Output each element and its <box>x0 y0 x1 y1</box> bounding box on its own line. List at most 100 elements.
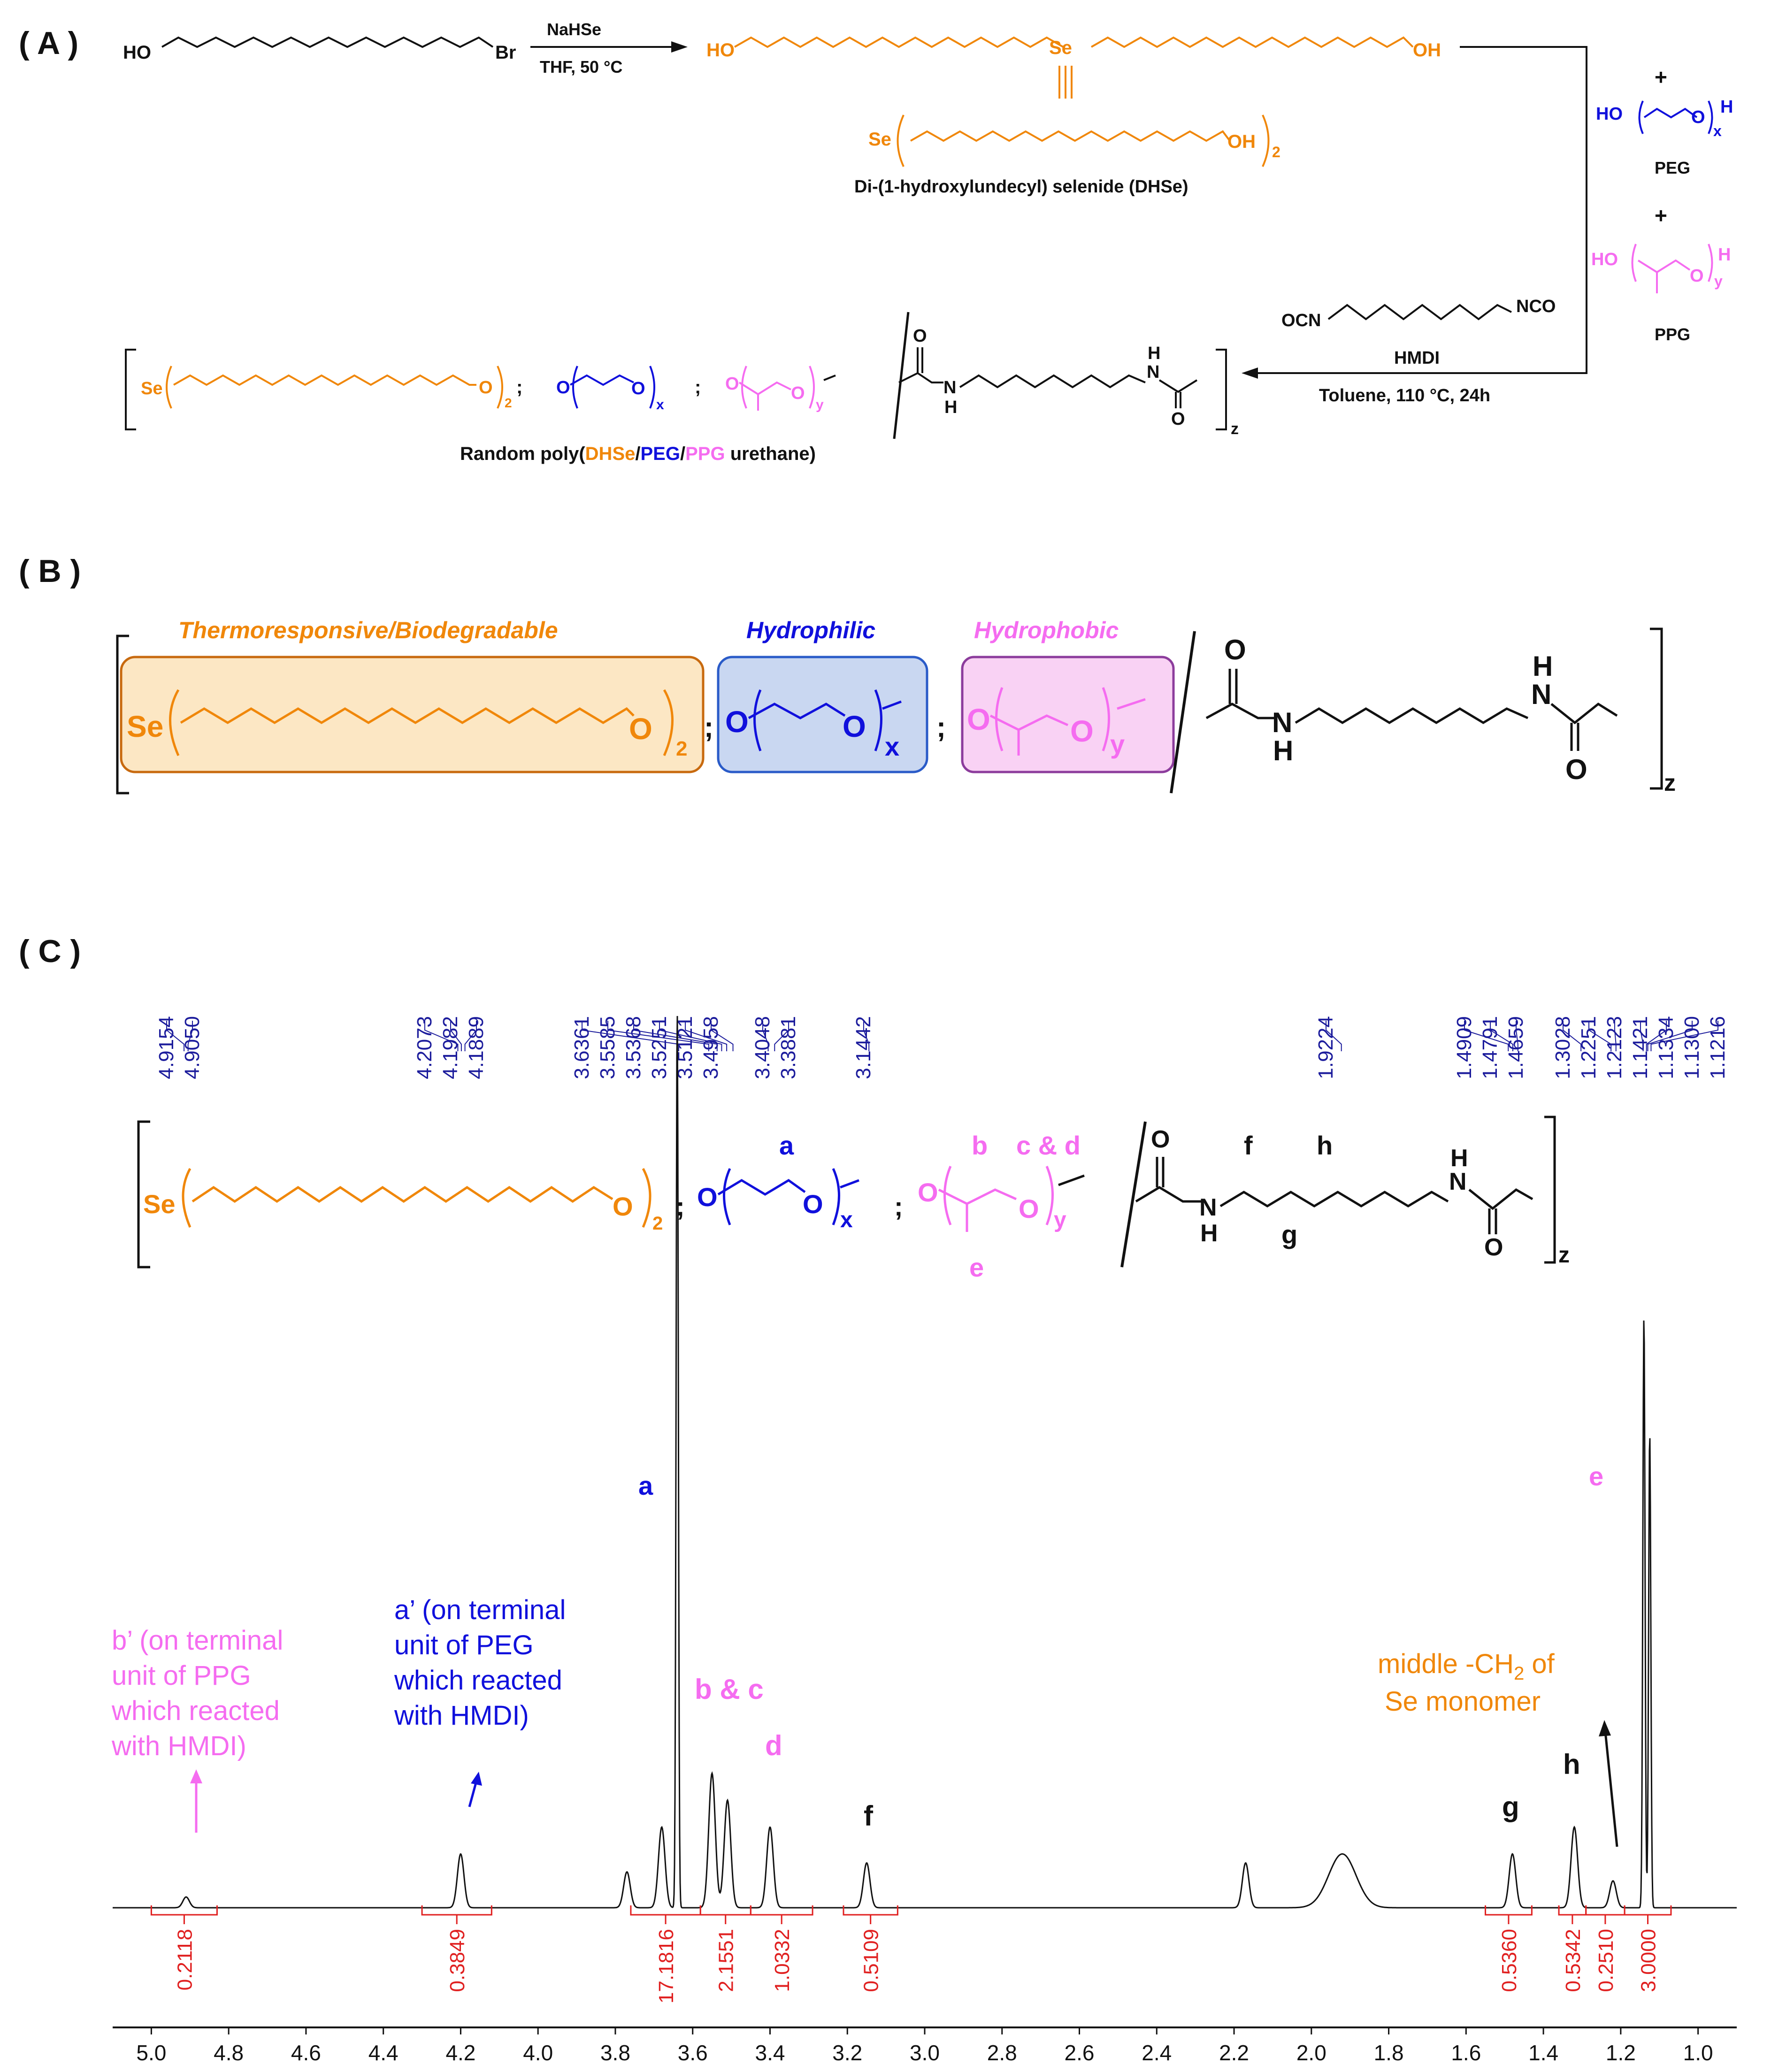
product-name-slash-2: / <box>680 443 685 464</box>
annotation-b-prime: b’ (on terminal unit of PPG which reacte… <box>111 1625 283 1833</box>
eq-paren-left <box>897 115 905 167</box>
shift-leader <box>1640 1021 1644 1051</box>
x-tick-label: 1.2 <box>1606 2041 1636 2065</box>
annot-a-prime-arrow <box>468 1781 478 1807</box>
x-tick-label: 3.2 <box>832 2041 862 2065</box>
c-ppg-chain <box>938 1188 1017 1205</box>
c-lbl-a: a <box>779 1131 794 1160</box>
product-chain-right <box>1091 36 1414 48</box>
product-name-prefix: Random poly( <box>460 443 585 464</box>
poly-a-peg-paren-l <box>572 366 578 409</box>
poly-a-chain <box>173 374 476 386</box>
c-semi-1: ; <box>676 1192 685 1221</box>
condition-thf: THF, 50 °C <box>540 57 622 76</box>
c-lbl-b: b <box>972 1131 988 1160</box>
eq-chain <box>910 130 1231 142</box>
c-peg-chain <box>717 1179 806 1196</box>
shift-leader <box>1650 1021 1718 1051</box>
arrow-head-2 <box>1242 367 1258 379</box>
b-peg-paren-r <box>874 689 882 751</box>
integral-value: 17.1816 <box>655 1929 678 2003</box>
dhse-name: Di-(1-hydroxylundecyl) selenide (DHSe) <box>854 177 1188 197</box>
c-sub2: 2 <box>652 1213 663 1234</box>
integral-bracket <box>150 1905 218 1916</box>
c-ppg-paren-l <box>943 1166 952 1225</box>
shift-leader <box>633 1021 718 1051</box>
shift-leader <box>762 1021 769 1051</box>
shift-leader <box>774 1021 789 1051</box>
peg-chain <box>1643 107 1698 119</box>
product-se: Se <box>1049 38 1072 58</box>
shift-leader <box>1614 1021 1617 1051</box>
x-tick-label: 2.2 <box>1219 2041 1249 2065</box>
shift-leader <box>1588 1021 1612 1051</box>
b-ppg-chain <box>989 714 1069 731</box>
plus-2: + <box>1655 203 1667 228</box>
b-o4: O <box>967 703 990 736</box>
c-o4: O <box>918 1177 938 1207</box>
annot-b-prime-line-2: unit of PPG <box>112 1660 251 1691</box>
c-z: z <box>1558 1243 1570 1268</box>
shift-leader <box>1326 1021 1342 1051</box>
c-h1: H <box>1200 1220 1218 1247</box>
x-tick-label: 1.0 <box>1683 2041 1713 2065</box>
segment-box-hydrophilic <box>717 656 928 773</box>
poly-a-n2: N <box>1147 362 1159 382</box>
c-chain <box>192 1185 613 1203</box>
b-urethane-left <box>1205 703 1274 719</box>
shift-leader <box>464 1021 477 1051</box>
segment-title-hydrophilic: Hydrophilic <box>746 617 875 643</box>
c-slash <box>1120 1121 1147 1268</box>
integral-bracket <box>421 1905 492 1916</box>
product-oh: OH <box>1413 40 1441 61</box>
b-x: x <box>885 732 899 761</box>
b-h2: H <box>1533 650 1553 682</box>
peak-label-h: h <box>1563 1749 1580 1780</box>
product-name-dhse: DHSe <box>585 443 636 464</box>
integral-value: 0.5342 <box>1562 1929 1585 1992</box>
poly-a-h1: H <box>944 398 957 417</box>
integral-value: 2.1551 <box>715 1929 738 1992</box>
c-se: Se <box>143 1189 176 1219</box>
shift-leader <box>1464 1021 1509 1051</box>
poly-a-o1: O <box>479 378 493 398</box>
c-x: x <box>840 1208 853 1232</box>
x-tick-label: 3.8 <box>600 2041 630 2065</box>
annotation-middle-ch2: middle -CH2 of Se monomer <box>1378 1649 1618 1847</box>
poly-a-paren-right <box>497 366 503 409</box>
annot-middle-sub: 2 <box>1514 1663 1524 1684</box>
b-n1: N <box>1272 707 1292 738</box>
c-bracket-right <box>1544 1116 1556 1264</box>
integral-value: 0.5109 <box>860 1929 883 1992</box>
poly-a-2: 2 <box>505 396 512 410</box>
integral-bracket <box>1485 1905 1533 1916</box>
poly-a-y: y <box>816 397 824 413</box>
peg-o: O <box>1691 107 1705 127</box>
integral-bracket <box>699 1905 751 1916</box>
annot-a-prime-line-1: a’ (on terminal <box>394 1595 566 1625</box>
annot-middle-arrowhead <box>1599 1720 1611 1736</box>
eq-paren-right <box>1262 115 1270 167</box>
b-bracket-left <box>116 635 129 795</box>
b-o3: O <box>843 710 866 743</box>
product-name-slash-1: / <box>635 443 640 464</box>
ppg-chain <box>1637 259 1691 274</box>
peak-label-g: g <box>1502 1791 1519 1822</box>
b-n2: N <box>1531 679 1551 710</box>
b-ppg-paren-r <box>1102 687 1110 751</box>
annot-b-prime-line-4: with HMDI) <box>111 1731 246 1761</box>
x-tick-label: 5.0 <box>136 2041 166 2065</box>
eq-sub: 2 <box>1272 144 1280 161</box>
c-o7: O <box>1484 1234 1503 1261</box>
x-tick-label: 3.6 <box>678 2041 708 2065</box>
shift-leader <box>1490 1021 1513 1051</box>
b-o6: O <box>1224 634 1246 665</box>
shift-leader <box>450 1021 462 1051</box>
c-o5: O <box>1019 1194 1039 1223</box>
shift-leader <box>1646 1021 1667 1051</box>
integral-value: 0.5360 <box>1498 1929 1521 1992</box>
shift-leader <box>685 1021 728 1051</box>
segment-title-thermo: Thermoresponsive/Biodegradable <box>178 617 558 643</box>
